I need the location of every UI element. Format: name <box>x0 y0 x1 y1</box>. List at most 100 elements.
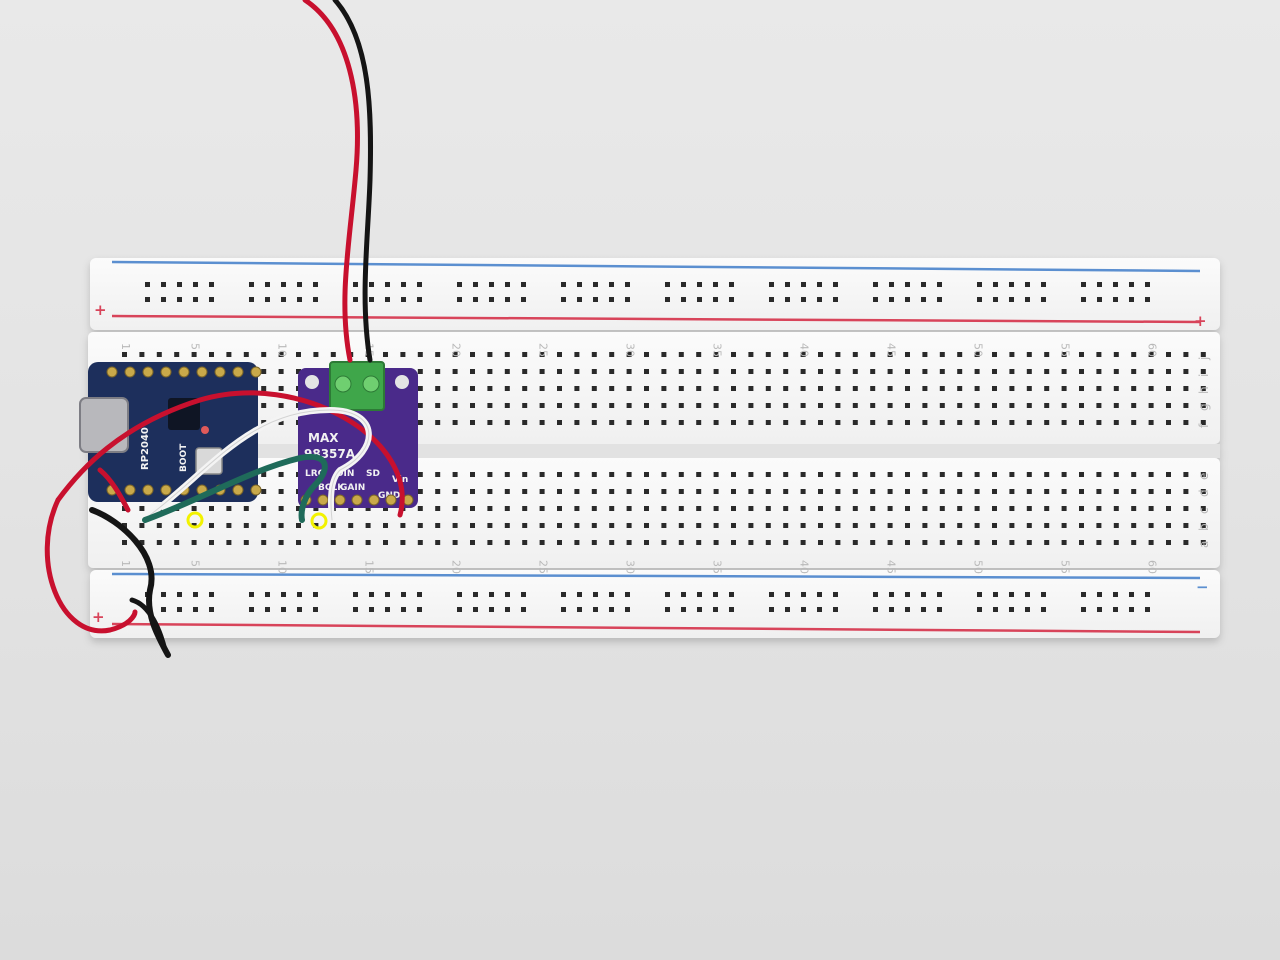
speaker-wire-red <box>302 0 360 363</box>
column-number: 1 <box>119 343 132 350</box>
rail-hole <box>609 297 614 302</box>
rail-hole <box>145 282 150 287</box>
terminal-hole <box>1166 506 1171 511</box>
terminal-hole <box>278 420 284 425</box>
amp-pin-din: DIN <box>336 469 354 479</box>
terminal-hole <box>1044 352 1050 357</box>
terminal-hole <box>992 386 997 391</box>
top-rail-plus-sign-left: + <box>94 301 107 319</box>
terminal-hole <box>522 352 528 357</box>
terminal-hole <box>1096 352 1102 357</box>
column-number: 55 <box>1059 560 1072 574</box>
row-letter-bottom: b <box>1197 523 1211 531</box>
terminal-hole <box>278 506 284 511</box>
rail-hole <box>609 607 614 612</box>
rail-hole <box>489 607 494 612</box>
rail-hole <box>1081 282 1086 287</box>
top-rail-red-line <box>111 314 1201 324</box>
rail-hole <box>697 592 702 597</box>
terminal-hole <box>678 420 684 425</box>
terminal-hole <box>1148 420 1154 425</box>
terminal-hole <box>887 506 893 511</box>
rail-hole <box>161 297 166 302</box>
rail-hole <box>1009 592 1014 597</box>
rail-hole <box>297 297 302 302</box>
terminal-hole <box>870 523 876 528</box>
terminal-hole <box>731 523 736 528</box>
terminal-hole <box>992 352 997 357</box>
terminal-hole <box>696 472 702 477</box>
terminal-hole <box>852 489 858 494</box>
terminal-hole <box>278 489 284 494</box>
terminal-hole <box>661 523 667 528</box>
terminal-hole <box>626 352 632 357</box>
terminal-hole <box>870 506 876 511</box>
terminal-hole <box>522 540 528 545</box>
terminal-hole <box>435 386 441 391</box>
terminal-hole <box>957 369 963 374</box>
terminal-hole <box>1009 540 1015 545</box>
terminal-hole <box>887 489 893 494</box>
rail-hole <box>417 297 422 302</box>
terminal-hole <box>504 386 510 391</box>
terminal-hole <box>470 420 475 425</box>
terminal-hole <box>191 506 197 511</box>
rail-hole <box>769 282 774 287</box>
terminal-hole <box>1131 489 1137 494</box>
terminal-hole <box>1096 540 1102 545</box>
mcu-pin <box>232 484 244 496</box>
terminal-hole <box>591 386 597 391</box>
top-rail-plus-sign-right: + <box>1194 312 1207 330</box>
terminal-hole <box>609 369 615 374</box>
terminal-hole <box>1166 540 1171 545</box>
rail-hole <box>873 592 878 597</box>
column-number: 30 <box>624 560 637 574</box>
mcu-pin <box>232 366 244 378</box>
rail-hole <box>369 297 374 302</box>
terminal-hole <box>644 403 649 408</box>
terminal-hole <box>957 472 963 477</box>
terminal-hole <box>574 472 580 477</box>
column-number: 5 <box>189 343 202 350</box>
terminal-hole <box>939 506 945 511</box>
terminal-hole <box>1026 506 1032 511</box>
rail-hole <box>1041 592 1046 597</box>
terminal-hole <box>818 489 823 494</box>
bottom-rail-plus-sign-left: + <box>92 608 105 626</box>
column-number: 50 <box>972 343 985 357</box>
terminal-hole <box>435 420 441 425</box>
amp-mount-hole-left <box>305 375 319 389</box>
terminal-hole <box>905 523 910 528</box>
terminal-hole <box>417 523 423 528</box>
rail-hole <box>281 592 286 597</box>
rail-hole <box>681 297 686 302</box>
terminal-hole <box>974 403 980 408</box>
rail-hole <box>593 297 598 302</box>
rail-hole <box>801 297 806 302</box>
terminal-hole <box>852 523 858 528</box>
rail-hole <box>577 607 582 612</box>
terminal-hole <box>992 472 997 477</box>
terminal-hole <box>783 420 789 425</box>
terminal-hole <box>261 386 267 391</box>
terminal-hole <box>261 403 267 408</box>
terminal-hole <box>748 352 754 357</box>
terminal-hole <box>870 420 876 425</box>
terminal-hole <box>974 489 980 494</box>
terminal-hole <box>609 540 615 545</box>
terminal-hole <box>156 352 162 357</box>
terminal-hole <box>417 386 423 391</box>
rail-hole <box>457 297 462 302</box>
terminal-hole <box>644 540 649 545</box>
terminal-hole <box>713 386 719 391</box>
rail-hole <box>521 592 526 597</box>
mcu-label-boot: BOOT <box>179 443 189 472</box>
rail-hole <box>505 297 510 302</box>
terminal-hole <box>783 352 789 357</box>
terminal-hole <box>835 386 841 391</box>
terminal-hole <box>452 420 458 425</box>
terminal-hole <box>296 506 301 511</box>
terminal-hole <box>156 540 162 545</box>
terminal-hole <box>435 352 441 357</box>
rail-hole <box>353 592 358 597</box>
